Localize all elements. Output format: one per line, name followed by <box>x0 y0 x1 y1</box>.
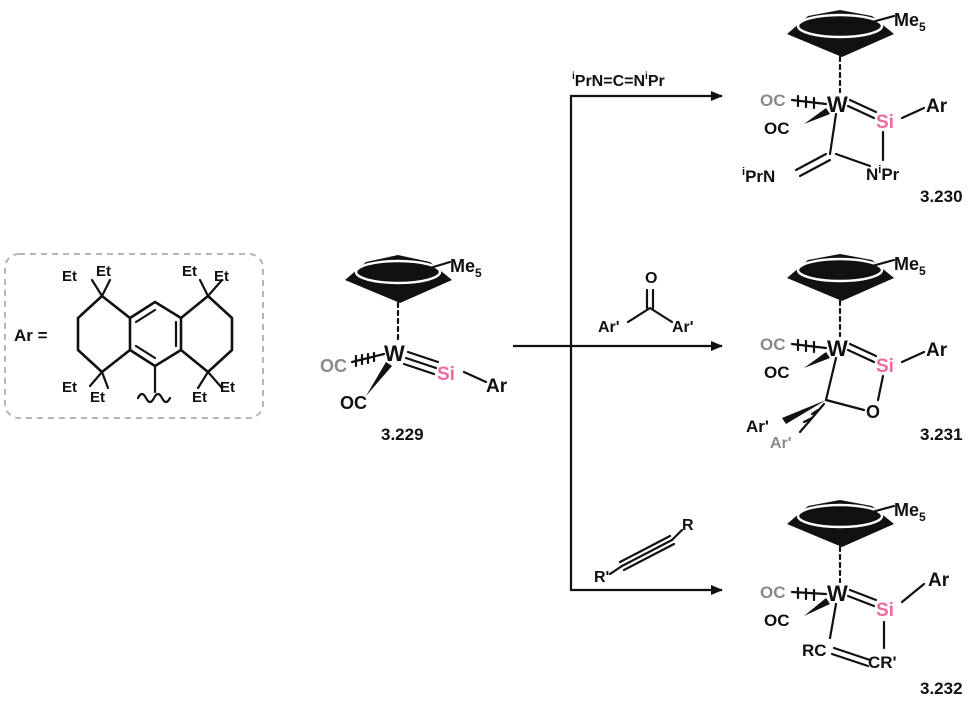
reaction-arrows <box>513 91 723 595</box>
et-label: Et <box>192 389 207 406</box>
cp-star-ring <box>345 255 452 303</box>
w-atom: W <box>384 341 405 366</box>
svg-text:Ar: Ar <box>926 340 948 361</box>
svg-text:R': R' <box>594 569 609 586</box>
svg-text:OC: OC <box>760 335 786 354</box>
svg-text:RC: RC <box>802 641 827 660</box>
svg-text:NiPr: NiPr <box>866 164 900 184</box>
svg-text:Me5: Me5 <box>894 254 926 278</box>
svg-text:Si: Si <box>876 600 894 621</box>
et-label: Et <box>96 263 111 280</box>
si-atom: Si <box>437 364 455 385</box>
svg-text:Me5: Me5 <box>894 500 926 524</box>
reagent-alkyne: R R' <box>594 517 694 586</box>
svg-text:iPrN: iPrN <box>742 166 775 186</box>
svg-text:Si: Si <box>876 112 894 133</box>
svg-text:Ar': Ar' <box>672 319 694 336</box>
et-label: Et <box>214 268 229 285</box>
et-label: Et <box>220 379 235 396</box>
svg-text:R: R <box>682 517 694 534</box>
reagent-ketone: O Ar' Ar' <box>598 270 694 336</box>
svg-text:Me5: Me5 <box>894 10 926 34</box>
svg-text:OC: OC <box>760 583 786 602</box>
compound-id-3-231: 3.231 <box>920 425 963 444</box>
et-label: Et <box>62 268 77 285</box>
compound-id-3-232: 3.232 <box>920 679 963 698</box>
et-label: Et <box>182 263 197 280</box>
svg-text:OC: OC <box>764 119 790 138</box>
product-3-230: Me5 W OC OC Si Ar iPrN NiPr 3.230 <box>742 10 963 206</box>
svg-text:O: O <box>866 402 880 422</box>
svg-text:W: W <box>827 92 848 117</box>
et-label: Et <box>90 389 105 406</box>
ar-definition-box: Ar = Et Et Et Et Et Et Et Et <box>4 253 264 419</box>
svg-text:CR': CR' <box>868 653 897 672</box>
ar-equals-label: Ar = <box>14 326 48 345</box>
complex-3-229: Me5 W OC OC Si Ar 3.229 <box>320 255 508 444</box>
svg-text:W: W <box>827 581 848 606</box>
svg-text:Si: Si <box>876 356 894 377</box>
ar-label: Ar <box>486 376 508 397</box>
product-3-231: Me5 W OC OC Si Ar O Ar' Ar' 3.231 <box>746 254 963 452</box>
svg-text:OC: OC <box>760 91 786 110</box>
et-label: Et <box>62 379 77 396</box>
oc-label: OC <box>340 393 367 413</box>
svg-text:OC: OC <box>764 611 790 630</box>
svg-text:W: W <box>827 336 848 361</box>
svg-text:Ar': Ar' <box>598 319 620 336</box>
svg-text:Ar: Ar <box>928 570 950 591</box>
svg-text:Ar': Ar' <box>746 417 769 436</box>
compound-id-3-230: 3.230 <box>920 187 963 206</box>
compound-id-3-229: 3.229 <box>381 425 424 444</box>
svg-text:OC: OC <box>764 363 790 382</box>
reagent-carbodiimide: iPrN=C=NiPr <box>572 71 665 90</box>
svg-text:O: O <box>645 270 657 287</box>
me5-label: Me5 <box>450 256 482 280</box>
svg-text:Ar': Ar' <box>770 435 792 452</box>
oc-gray-label: OC <box>320 356 347 376</box>
svg-text:Ar: Ar <box>926 96 948 117</box>
product-3-232: Me5 W OC OC Si Ar RC CR' 3.232 <box>760 500 963 698</box>
